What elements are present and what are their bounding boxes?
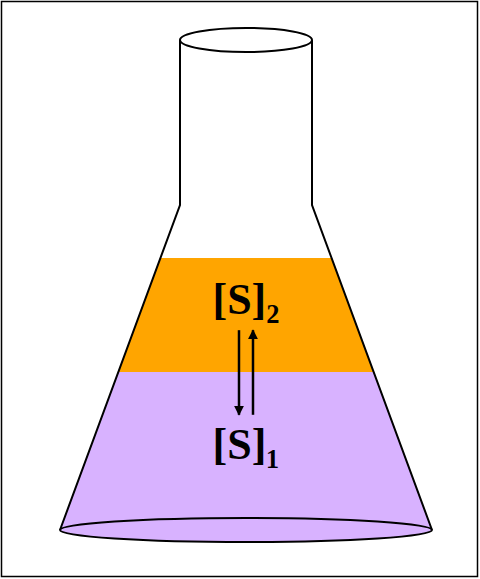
- flask-rim: [180, 28, 312, 52]
- equilibrium-arrow: [238, 330, 241, 415]
- flask-base: [60, 518, 432, 542]
- layer-fill: [118, 258, 373, 372]
- liquid-layer: [S]₁: [60, 372, 432, 542]
- flask-wall: [312, 40, 432, 530]
- equilibrium-arrow: [252, 330, 255, 415]
- flask-wall: [60, 40, 180, 530]
- concentration-label: [S]₁: [60, 421, 432, 469]
- flask: [60, 28, 432, 542]
- liquid-layer: [S]₂: [118, 258, 373, 372]
- concentration-label: [S]₂: [118, 276, 373, 324]
- layer-fill: [60, 372, 432, 542]
